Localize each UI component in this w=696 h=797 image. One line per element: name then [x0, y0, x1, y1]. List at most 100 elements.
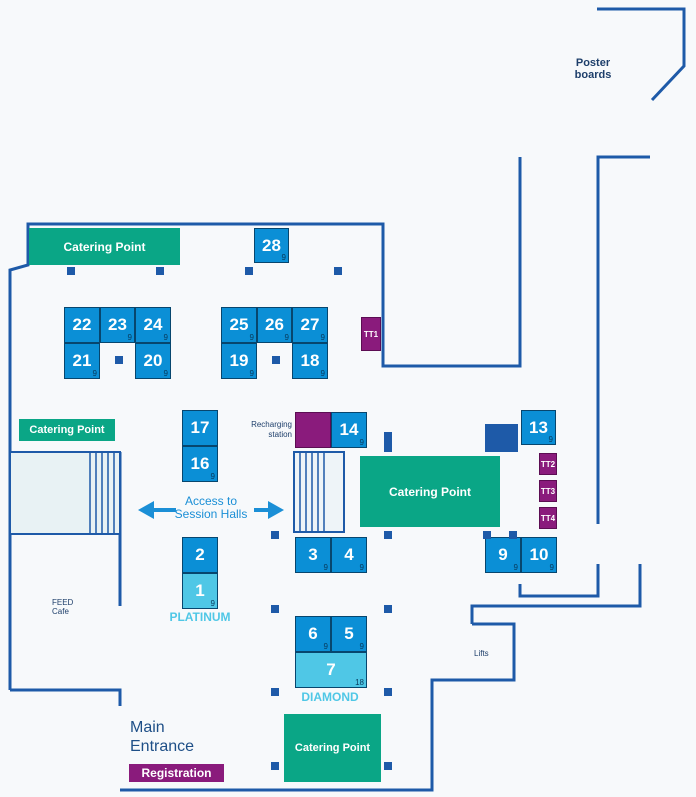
catering-point-left: Catering Point: [19, 419, 115, 441]
booth-size: 9: [127, 333, 132, 342]
booth-size: 9: [163, 369, 168, 378]
left-stairwell: [9, 451, 121, 535]
booth-size: 9: [548, 435, 553, 444]
column: [384, 762, 392, 770]
booth-2[interactable]: 2: [182, 537, 218, 573]
access-session-halls-label: Access to Session Halls: [174, 494, 248, 521]
booth-size: 9: [549, 563, 554, 572]
entrance-left-wall: [10, 688, 122, 706]
booth-number: 6: [308, 624, 318, 643]
column: [384, 531, 392, 539]
center-stairwell: [293, 451, 345, 533]
service-block: [485, 424, 518, 452]
column: [115, 356, 123, 364]
booth-size: 9: [163, 333, 168, 342]
entrance-bottom-wall: [120, 716, 434, 792]
booth-size: 9: [210, 599, 215, 608]
recharging-station: [295, 412, 331, 448]
booth-22[interactable]: 22: [64, 307, 100, 343]
table-tt3[interactable]: TT3: [539, 480, 557, 502]
poster-wall: [597, 7, 686, 102]
recharging-station-label: Recharging station: [251, 420, 292, 439]
lower-right-wall: [470, 564, 642, 624]
catering-point-center: Catering Point: [360, 456, 500, 527]
booth-number: 27: [300, 315, 320, 334]
booth-number: 13: [529, 417, 548, 437]
platinum-label: PLATINUM: [169, 610, 231, 624]
table-tt2[interactable]: TT2: [539, 453, 557, 475]
booth-size: 9: [323, 642, 328, 651]
booth-size: 9: [359, 642, 364, 651]
booth-number: 23: [108, 315, 127, 334]
booth-number: 3: [308, 545, 318, 564]
booth-number: 4: [344, 545, 354, 564]
column: [384, 688, 392, 696]
booth-size: 9: [513, 563, 518, 572]
booth-size: 9: [359, 563, 364, 572]
outer-wall-left: [8, 157, 522, 690]
booth-number: 2: [195, 545, 205, 564]
catering-point-bottom: Catering Point: [284, 714, 381, 782]
booth-number: 5: [344, 624, 354, 643]
feed-cafe-label: FEED Cafe: [52, 598, 74, 616]
booth-size: 9: [320, 333, 325, 342]
booth-number: 22: [72, 315, 92, 334]
booth-number: 18: [300, 351, 320, 370]
booth-number: 17: [190, 418, 210, 437]
outer-wall-bottom-right: [518, 564, 600, 598]
column: [483, 531, 491, 539]
booth-number: 10: [529, 545, 549, 564]
lifts-label: Lifts: [474, 649, 489, 658]
booth-size: 9: [320, 369, 325, 378]
column: [245, 267, 253, 275]
booth-number: 24: [143, 315, 163, 334]
booth-number: 16: [190, 454, 210, 473]
registration-desk[interactable]: Registration: [129, 764, 224, 782]
booth-number: 14: [339, 420, 359, 439]
table-tt4[interactable]: TT4: [539, 507, 557, 529]
column: [384, 432, 392, 452]
booth-size: 9: [323, 563, 328, 572]
booth-size: 9: [359, 438, 364, 447]
column: [271, 605, 279, 613]
booth-size: 9: [249, 369, 254, 378]
booth-size: 18: [355, 678, 364, 687]
access-arrows: [138, 501, 284, 519]
column: [156, 267, 164, 275]
diamond-label: DIAMOND: [301, 690, 359, 704]
lifts-wall: [430, 622, 516, 716]
booth-number: 9: [498, 545, 508, 564]
booth-number: 20: [143, 351, 163, 370]
booth-size: 9: [281, 253, 286, 262]
table-tt1[interactable]: TT1: [361, 317, 381, 351]
booth-17[interactable]: 17: [182, 410, 218, 446]
column: [334, 267, 342, 275]
column: [271, 531, 279, 539]
column: [67, 267, 75, 275]
booth-size: 9: [210, 472, 215, 481]
column: [271, 762, 279, 770]
booth-number: 19: [229, 351, 249, 370]
